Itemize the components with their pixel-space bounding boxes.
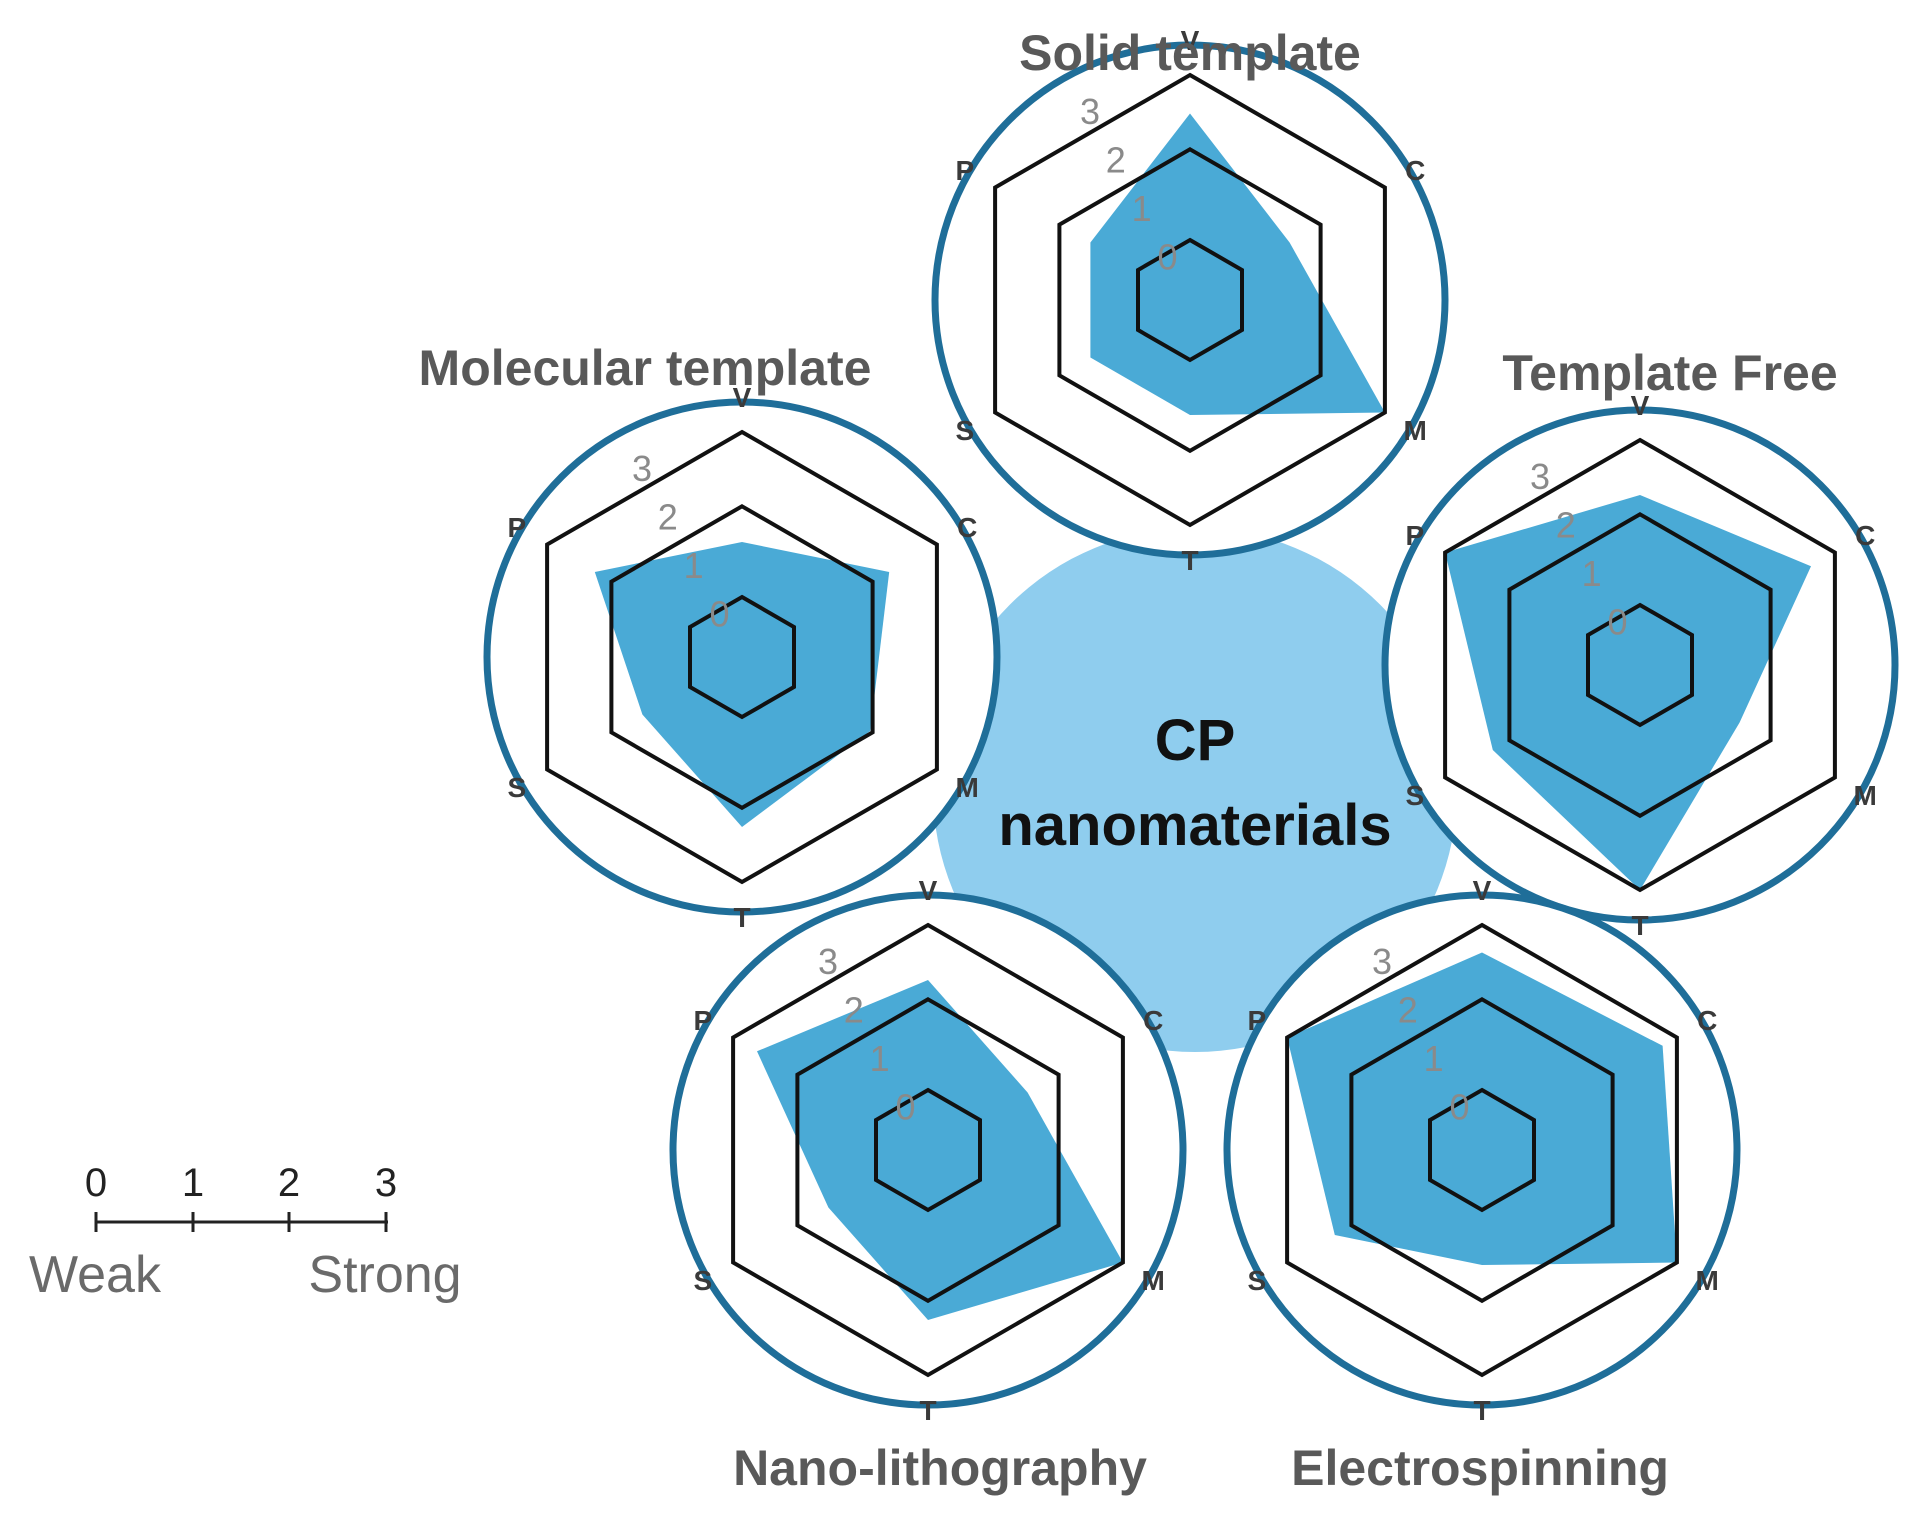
radar-axis-label-free-V: V xyxy=(1631,390,1650,421)
radar-axis-label-free-T: T xyxy=(1631,910,1648,941)
radar-level-label-nano-3: 3 xyxy=(818,941,838,982)
radar-axis-label-nano-T: T xyxy=(919,1395,936,1426)
radar-axis-label-free-P: P xyxy=(1405,520,1424,551)
radar-title-solid: Solid template xyxy=(1019,25,1361,81)
radar-grid-hexagon-electro-1 xyxy=(1349,996,1615,1304)
radar-level-label-free-0: 0 xyxy=(1607,602,1627,643)
radar-title-free: Template Free xyxy=(1502,345,1837,401)
radar-level-label-free-3: 3 xyxy=(1530,456,1550,497)
radar-axis-label-nano-M: M xyxy=(1142,1265,1165,1296)
radar-title-molecular: Molecular template xyxy=(419,340,872,396)
radar-data-area-free xyxy=(1445,495,1811,890)
legend-tick-label-3: 3 xyxy=(375,1161,397,1205)
radar-axis-label-nano-C: C xyxy=(1143,1005,1163,1036)
radar-grid-hexagon-molecular-2 xyxy=(545,429,939,885)
radar-level-label-nano-1: 1 xyxy=(870,1038,890,1079)
radar-axis-label-nano-P: P xyxy=(693,1005,712,1036)
radar-level-label-electro-3: 3 xyxy=(1372,941,1392,982)
radar-level-label-solid-3: 3 xyxy=(1080,91,1100,132)
radar-data-area-nano xyxy=(757,980,1123,1320)
radar-axis-label-solid-C: C xyxy=(1405,155,1425,186)
radar-axis-label-molecular-P: P xyxy=(507,512,526,543)
radar-data-area-molecular xyxy=(594,542,890,827)
radar-grid-hexagon-electro-0 xyxy=(1428,1087,1536,1213)
radar-level-label-molecular-1: 1 xyxy=(684,545,704,586)
radar-axis-label-molecular-S: S xyxy=(507,772,526,803)
radar-axis-label-molecular-T: T xyxy=(733,902,750,933)
radar-axis-label-nano-V: V xyxy=(919,875,938,906)
radar-axis-label-electro-S: S xyxy=(1247,1265,1266,1296)
radar-grid-hexagon-molecular-0 xyxy=(688,594,796,720)
radar-grid-hexagon-electro-2 xyxy=(1285,922,1679,1378)
center-label-line2: nanomaterials xyxy=(998,793,1391,858)
radar-axis-label-molecular-C: C xyxy=(957,512,977,543)
radar-axis-label-free-M: M xyxy=(1854,780,1877,811)
legend-weak-label: Weak xyxy=(29,1246,162,1304)
radar-axis-label-free-C: C xyxy=(1855,520,1875,551)
radar-level-label-nano-0: 0 xyxy=(895,1087,915,1128)
radar-level-label-electro-1: 1 xyxy=(1424,1038,1444,1079)
legend-strong-label: Strong xyxy=(308,1246,461,1304)
radar-axis-label-solid-S: S xyxy=(955,415,974,446)
radar-level-label-molecular-3: 3 xyxy=(632,448,652,489)
radar-grid-hexagon-free-0 xyxy=(1586,602,1694,728)
radar-axis-label-electro-P: P xyxy=(1247,1005,1266,1036)
radar-grid-hexagon-nano-1 xyxy=(795,996,1061,1304)
legend-scale: 0 1 2 3 Weak Strong xyxy=(29,1161,462,1304)
radar-grid-hexagon-solid-0 xyxy=(1136,237,1244,363)
radar-level-label-nano-2: 2 xyxy=(844,990,864,1031)
radar-axis-label-solid-T: T xyxy=(1181,545,1198,576)
radar-grid-hexagon-free-2 xyxy=(1443,437,1837,893)
radar-axis-label-solid-P: P xyxy=(955,155,974,186)
radar-axis-label-electro-V: V xyxy=(1473,875,1492,906)
radar-axis-label-nano-S: S xyxy=(693,1265,712,1296)
legend-tick-label-1: 1 xyxy=(182,1161,204,1205)
radar-axis-label-solid-M: M xyxy=(1404,415,1427,446)
radar-grid-hexagon-nano-2 xyxy=(731,922,1125,1378)
radar-level-label-solid-0: 0 xyxy=(1157,237,1177,278)
radar-level-label-molecular-0: 0 xyxy=(709,594,729,635)
legend-tick-label-2: 2 xyxy=(278,1161,300,1205)
radar-level-label-free-1: 1 xyxy=(1582,553,1602,594)
radar-axis-label-molecular-V: V xyxy=(733,382,752,413)
radar-grid-hexagon-nano-0 xyxy=(874,1087,982,1213)
radar-axis-label-free-S: S xyxy=(1405,780,1424,811)
radar-grid-hexagon-molecular-1 xyxy=(609,503,875,811)
radar-level-label-electro-0: 0 xyxy=(1449,1087,1469,1128)
radar-axis-label-electro-T: T xyxy=(1473,1395,1490,1426)
legend-tick-label-0: 0 xyxy=(85,1161,107,1205)
radar-data-area-solid xyxy=(1090,113,1385,415)
radar-level-label-solid-2: 2 xyxy=(1106,140,1126,181)
radar-axis-label-electro-M: M xyxy=(1696,1265,1719,1296)
radar-axis-label-solid-V: V xyxy=(1181,25,1200,56)
radar-grid-hexagon-free-1 xyxy=(1507,511,1773,819)
center-label-line1: CP xyxy=(1155,708,1236,773)
radar-axis-label-molecular-M: M xyxy=(956,772,979,803)
radar-axis-label-electro-C: C xyxy=(1697,1005,1717,1036)
radar-grid-hexagon-solid-1 xyxy=(1057,146,1323,454)
center-circle xyxy=(933,528,1457,1052)
radar-title-electro: Electrospinning xyxy=(1291,1440,1669,1496)
radar-level-label-molecular-2: 2 xyxy=(658,497,678,538)
radar-title-nano: Nano-lithography xyxy=(733,1440,1147,1496)
radar-data-area-electro xyxy=(1287,952,1677,1265)
radar-level-label-solid-1: 1 xyxy=(1132,188,1152,229)
radar-level-label-free-2: 2 xyxy=(1556,505,1576,546)
radar-grid-hexagon-solid-2 xyxy=(993,72,1387,528)
radar-level-label-electro-2: 2 xyxy=(1398,990,1418,1031)
